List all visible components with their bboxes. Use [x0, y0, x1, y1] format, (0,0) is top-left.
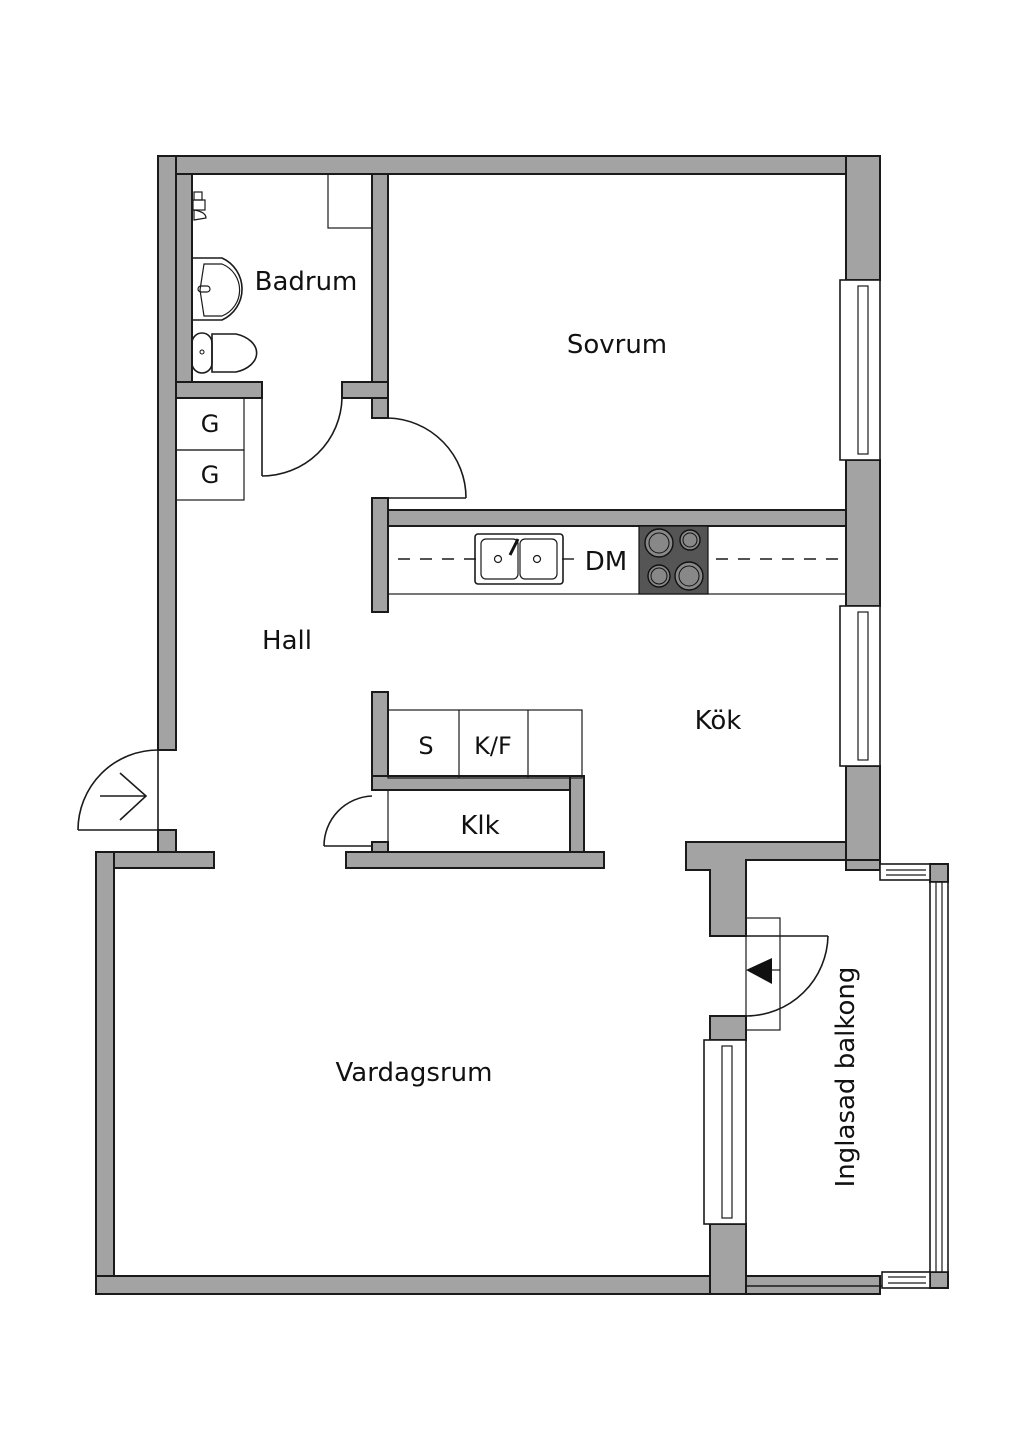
storage-units: S K/F — [387, 709, 583, 853]
door-bathroom — [261, 397, 343, 477]
door-entrance — [77, 749, 159, 831]
wardrobe-2-label: G — [201, 461, 220, 489]
wall-living-top-mid — [345, 851, 605, 869]
balcony-door-arrow-icon — [746, 958, 772, 984]
room-label-balkong: Inglasad balkong — [831, 967, 861, 1188]
sink-double-icon — [474, 533, 564, 585]
wall-balcony-divider-upper — [709, 1015, 747, 1041]
sink-icon — [191, 257, 243, 321]
room-label-sovrum: Sovrum — [567, 330, 667, 360]
shower-tap-icon — [192, 191, 207, 221]
wall-klk-stub — [371, 841, 389, 853]
window-kitchen — [839, 605, 881, 767]
door-bedroom — [387, 417, 467, 499]
wall-bath-left — [175, 173, 193, 383]
room-label-kok: Kök — [695, 706, 742, 736]
wall-bath-bed — [371, 173, 389, 419]
wall-living-left — [95, 851, 115, 1295]
wall-bottom — [95, 1275, 881, 1295]
walls — [95, 155, 949, 1295]
wall-right-3 — [845, 765, 881, 871]
room-label-badrum: Badrum — [255, 267, 358, 297]
wall-bath-bottom-left — [175, 381, 263, 399]
door-klk — [323, 795, 373, 847]
room-labels: Badrum Sovrum Hall Kök Klk Vardagsrum In… — [255, 267, 861, 1187]
balcony-glazing-top — [879, 863, 931, 881]
wardrobes: G G — [175, 397, 245, 501]
wall-balcony-divider-lower — [709, 1223, 747, 1295]
balcony-glazing-right — [929, 881, 949, 1273]
room-label-hall: Hall — [262, 626, 312, 656]
wall-left-stub — [157, 829, 177, 855]
wall-klk-right — [569, 775, 585, 853]
toilet-icon — [191, 332, 258, 374]
room-label-klk: Klk — [460, 811, 499, 841]
wall-kitchen-left — [371, 497, 389, 613]
wall-bath-bottom-right — [341, 381, 389, 399]
stove-icon — [638, 525, 709, 595]
window-bedroom — [839, 279, 881, 461]
balcony-glazing-bottom — [881, 1271, 931, 1289]
wall-right-2 — [845, 459, 881, 607]
wall-storage-left — [371, 691, 389, 789]
doors — [77, 397, 829, 1031]
wall-balcony-corner-bottom — [929, 1271, 949, 1289]
dishwasher-label: DM — [585, 547, 627, 577]
wall-top — [157, 155, 881, 175]
wall-right-1 — [845, 155, 881, 281]
wardrobe-1-label: G — [201, 410, 220, 438]
door-balcony — [745, 917, 829, 1031]
pantry-label: S — [418, 732, 433, 760]
bathroom-fixtures — [191, 173, 373, 374]
window-living — [703, 1039, 747, 1225]
bath-cabinet — [327, 173, 373, 229]
wardrobe-2 — [175, 449, 245, 501]
kitchen-counter: DM — [387, 525, 847, 595]
wall-balcony-corner-top — [929, 863, 949, 883]
room-label-vardagsrum: Vardagsrum — [336, 1058, 493, 1088]
windows — [703, 279, 949, 1289]
wall-bed-bottom — [371, 509, 847, 527]
wall-left-upper — [157, 155, 177, 751]
entrance-arrow-head-icon — [119, 772, 148, 821]
fridge-freezer-label: K/F — [474, 732, 512, 760]
wall-kitchen-bottom — [685, 841, 881, 937]
